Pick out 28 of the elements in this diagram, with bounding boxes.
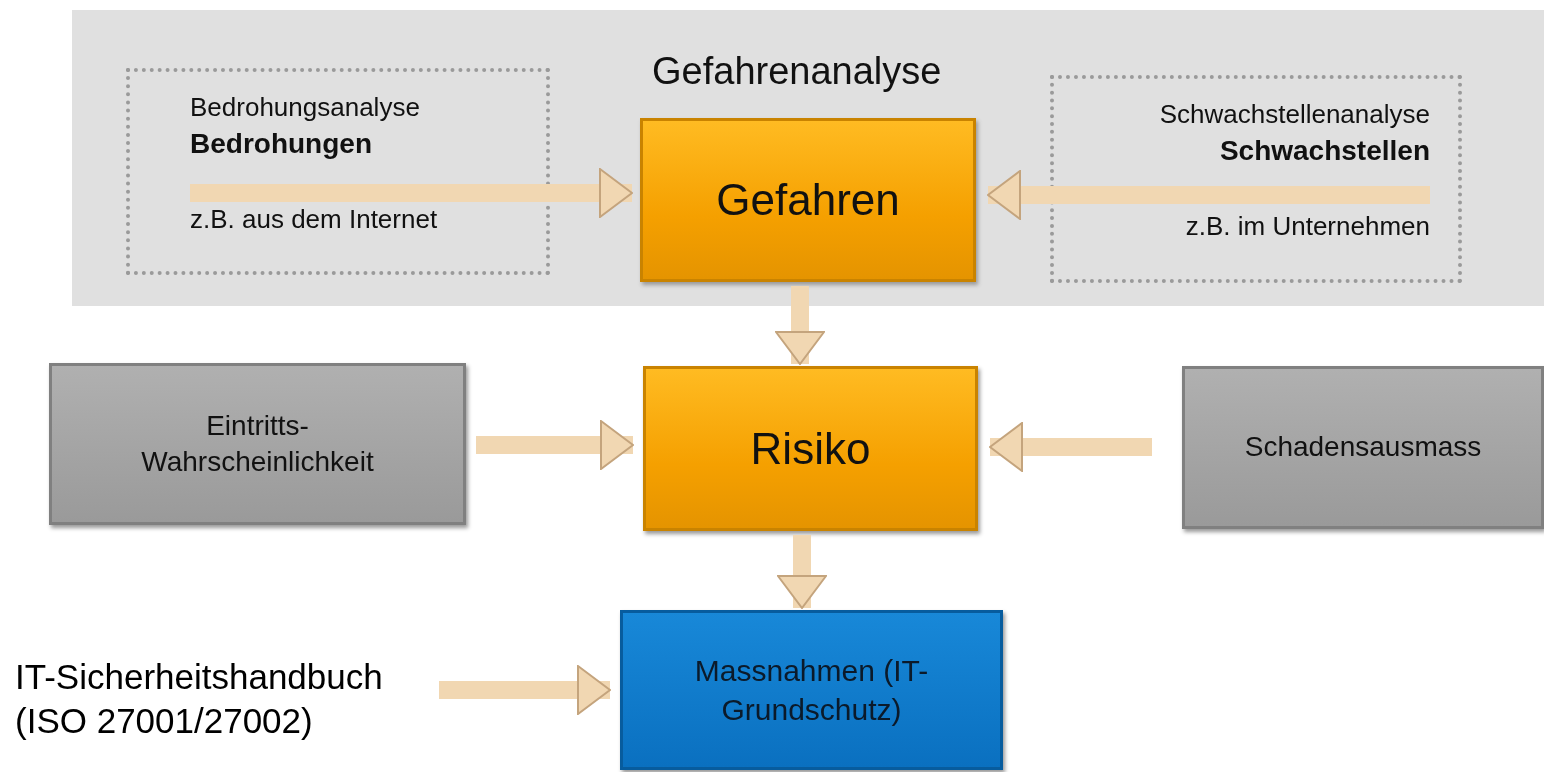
dotted-group-box bbox=[1050, 75, 1462, 283]
example-note: z.B. im Unternehmen bbox=[1185, 211, 1430, 242]
box-label: Risiko bbox=[750, 422, 871, 475]
process-box bbox=[643, 366, 978, 531]
example-note: z.B. aus dem Internet bbox=[190, 204, 438, 235]
factor-box bbox=[1182, 366, 1544, 529]
box-label: Massnahmen (IT-Grundschutz) bbox=[693, 653, 930, 728]
block-arrow bbox=[987, 170, 1430, 220]
reference-text: IT-Sicherheitshandbuch (ISO 27001/27002) bbox=[15, 655, 415, 743]
analysis-label: Bedrohungsanalyse bbox=[190, 92, 420, 123]
analysis-result: Bedrohungen bbox=[190, 128, 372, 160]
block-arrow bbox=[775, 286, 825, 365]
block-arrow bbox=[989, 422, 1152, 472]
measure-box bbox=[620, 610, 1003, 770]
box-label: Gefahren bbox=[716, 174, 900, 227]
panel-title: Gefahrenanalyse bbox=[652, 50, 942, 93]
analysis-label: Schwachstellenanalyse bbox=[1159, 99, 1430, 130]
process-box bbox=[640, 118, 976, 282]
dotted-group-box bbox=[126, 68, 550, 275]
box-label: Schadensausmass bbox=[1244, 430, 1482, 465]
analysis-result: Schwachstellen bbox=[1219, 135, 1430, 167]
factor-box bbox=[49, 363, 466, 525]
block-arrow bbox=[476, 420, 634, 470]
box-label: Eintritts- Wahrscheinlichkeit bbox=[140, 408, 375, 479]
analysis-panel bbox=[72, 10, 1544, 306]
block-arrow bbox=[777, 535, 827, 609]
block-arrow bbox=[190, 168, 633, 218]
block-arrow bbox=[439, 665, 611, 715]
